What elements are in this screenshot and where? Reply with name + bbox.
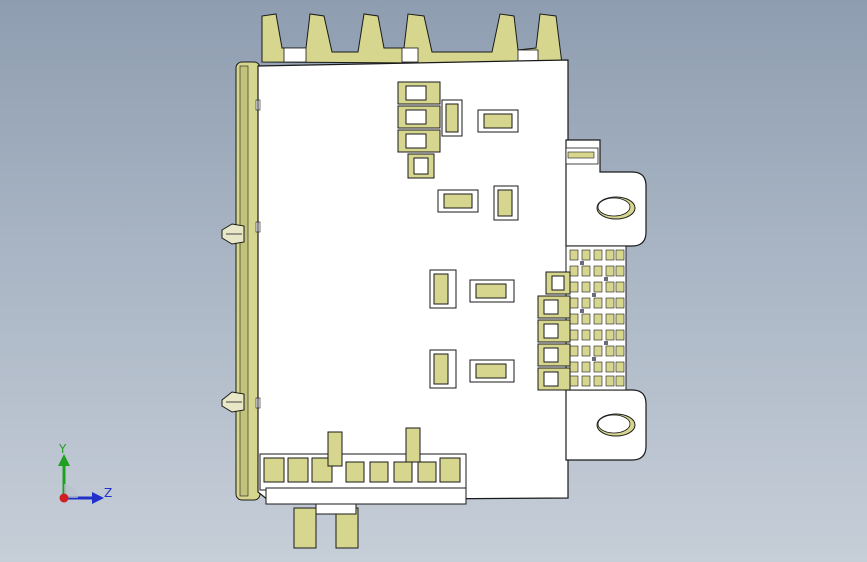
upper-fuse-cluster <box>397 81 519 179</box>
origin-icon <box>59 493 69 503</box>
z-axis-label: Z <box>104 486 113 500</box>
triad-axes <box>58 454 104 504</box>
right-connector-grid <box>565 245 627 391</box>
right-relay-stack <box>537 271 571 391</box>
left-clip-top <box>221 223 245 245</box>
y-axis-label: Y <box>59 442 67 456</box>
bottom-connector <box>259 427 467 549</box>
right-bracket <box>565 139 647 247</box>
middle-fuses <box>429 185 519 389</box>
coordinate-triad[interactable]: Y Z <box>46 440 116 510</box>
left-clip-bottom <box>221 391 245 413</box>
triad-plane-icon <box>64 484 78 498</box>
right-bracket-lower <box>565 389 647 461</box>
top-connector <box>261 13 563 65</box>
left-rail <box>235 61 261 501</box>
